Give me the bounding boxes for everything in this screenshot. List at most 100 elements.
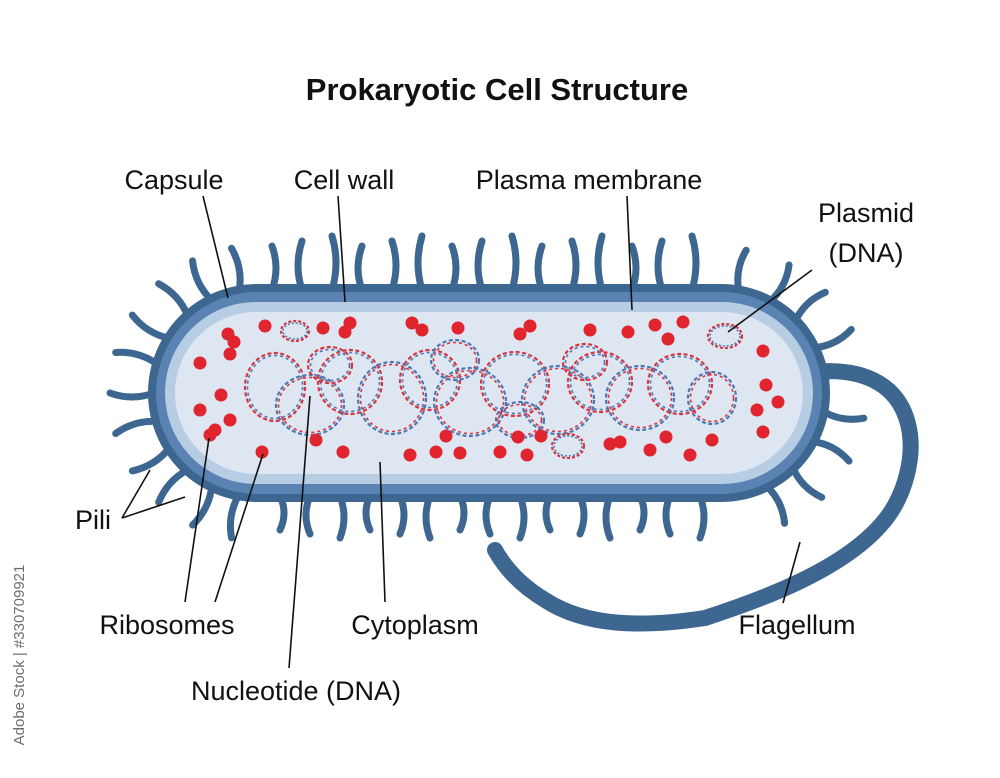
leader-ribosomes-a [184, 437, 210, 603]
dna-loop-strand [309, 348, 351, 382]
cytoplasm [175, 312, 803, 474]
pilus [336, 492, 348, 542]
label-plasmid-line2: (DNA) [829, 238, 904, 268]
leader-flagellum [782, 541, 801, 604]
dna-loop [432, 366, 508, 438]
dna-loop [520, 364, 596, 436]
ribosome [705, 433, 719, 447]
dna-loop [646, 352, 714, 416]
ribosome [453, 446, 467, 460]
pilus [734, 246, 750, 296]
ribosome [756, 344, 770, 358]
pilus [654, 237, 666, 294]
pilus [128, 444, 174, 475]
dna-loop-strand [482, 353, 548, 415]
dna-loop-strand [497, 403, 543, 437]
pilus [106, 389, 158, 401]
ribosome [429, 445, 443, 459]
leader-plasma-membrane [626, 195, 633, 311]
ribosome [520, 448, 534, 462]
pilus [227, 244, 244, 296]
leader-cytoplasm [379, 461, 386, 603]
label-flagellum: Flagellum [738, 610, 855, 640]
ribosome [534, 429, 548, 443]
dna-loop [479, 350, 551, 418]
dna-loop-strand [432, 341, 478, 379]
dna-loop-strand [277, 376, 343, 434]
ribosome [415, 323, 429, 337]
label-plasma-membrane: Plasma membrane [476, 165, 703, 195]
ribosome [223, 347, 237, 361]
ribosome [338, 325, 352, 339]
pilus [534, 242, 546, 294]
pilus [765, 261, 793, 306]
leader-pili-upper [121, 469, 151, 519]
dna-loop [316, 348, 384, 416]
dna-loop-strand [607, 367, 673, 429]
plasmid-ring [706, 322, 744, 350]
pilus [762, 482, 789, 527]
ribosome [258, 319, 272, 333]
pilus [354, 242, 366, 294]
dna-loop-strand [649, 355, 711, 413]
pilus [594, 232, 606, 294]
ribosome [203, 428, 217, 442]
ribosome [493, 445, 507, 459]
ribosome [523, 319, 537, 333]
dna-loop-strand [401, 351, 459, 409]
ribosome [771, 395, 785, 409]
plasmid-ring [279, 319, 311, 343]
pilus [328, 232, 340, 294]
dna-loop [429, 338, 481, 382]
pilus [448, 242, 460, 294]
plasmids [279, 319, 744, 460]
pilus [414, 232, 426, 294]
pilus [268, 242, 280, 294]
ribosome [214, 388, 228, 402]
pilus [696, 492, 708, 542]
pilus [189, 257, 216, 304]
dna-loop [561, 342, 609, 382]
pilus [789, 463, 826, 501]
leader-pili-lower [121, 496, 186, 519]
ribosome [513, 327, 527, 341]
dna-loop-strand [359, 363, 425, 433]
dna-loop-strand [523, 367, 593, 433]
ribosome [255, 445, 269, 459]
ribosome [309, 433, 323, 447]
leader-cell-wall [337, 195, 346, 303]
pilus [294, 237, 306, 294]
flagellum [487, 363, 919, 632]
plasmid-ring-strand [553, 435, 583, 457]
nucleoid-dna [243, 338, 738, 440]
ribosome [613, 435, 627, 449]
dna-loop [306, 345, 354, 385]
label-pili: Pili [75, 505, 111, 535]
pilus [422, 492, 434, 542]
plasmid-ring [550, 432, 586, 460]
ribosome [621, 325, 635, 339]
leader-ribosomes-b [214, 453, 264, 603]
pilus [112, 348, 162, 369]
pilus [155, 280, 192, 320]
ribosome [661, 332, 675, 346]
dna-loop [604, 364, 676, 432]
pilus [818, 407, 868, 423]
dna-loop [686, 370, 738, 426]
pilus [112, 417, 162, 438]
ribosome [451, 321, 465, 335]
ribosome [603, 437, 617, 451]
ribosome [750, 403, 764, 417]
label-ribosomes: Ribosomes [99, 610, 234, 640]
ribosome [193, 403, 207, 417]
pilus [602, 492, 614, 542]
dna-loop-strand [689, 373, 735, 423]
leader-capsule [202, 195, 229, 299]
plasmid-ring-strand [709, 325, 741, 347]
pilus [810, 325, 855, 352]
leader-plasmid [727, 269, 813, 333]
pilus [628, 242, 640, 294]
pilus [516, 492, 528, 542]
ribosome [683, 448, 697, 462]
